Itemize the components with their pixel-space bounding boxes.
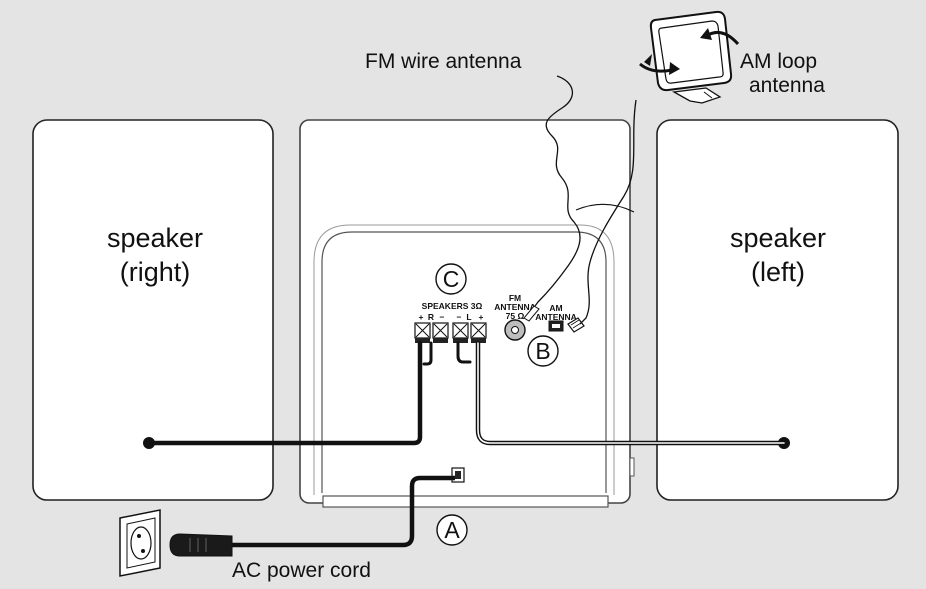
fm-socket-label-2: ANTENNA (494, 302, 536, 312)
terminal-sign-r-plus: + (419, 312, 424, 322)
speaker-right: speaker (right) (32, 119, 274, 501)
marker-c-circle (435, 263, 467, 295)
speaker-right-box (32, 119, 274, 501)
am-socket-slot (552, 324, 560, 328)
speakers-terminal-label: SPEAKERS 3Ω (422, 301, 483, 311)
speaker-wire-left-stripe (477, 342, 785, 444)
speaker-wires (146, 340, 787, 446)
fm-antenna-plug (523, 305, 540, 322)
marker-c: C (435, 263, 467, 295)
terminal-r-minus (432, 322, 449, 343)
am-wire-loop (575, 203, 635, 213)
terminal-sign-r-minus: − (440, 312, 445, 322)
terminal-r-plus (414, 322, 431, 343)
am-loop-frame-inner (658, 20, 724, 84)
main-unit-base (322, 495, 609, 508)
am-antenna-plug (567, 317, 585, 333)
power-plug (169, 533, 233, 557)
rotate-arrow-left-head (669, 62, 680, 75)
speaker-right-position: (right) (120, 257, 191, 287)
speaker-terminals: SPEAKERS 3Ω + R − − L + (414, 301, 487, 343)
speaker-wire-right-inner (422, 341, 433, 366)
fm-socket-label-3: 75 Ω (506, 311, 525, 321)
rotate-arrow-right-head (700, 28, 712, 40)
marker-a-label: A (444, 517, 460, 543)
am-socket-label-2: ANTENNA (535, 312, 577, 322)
speaker-left-label: speaker (730, 223, 826, 253)
terminal-sign-l: L (466, 312, 471, 322)
ac-power-cord-label: AC power cord (232, 559, 371, 582)
fm-wire-antenna (523, 75, 581, 322)
main-unit-body (299, 119, 631, 504)
speaker-wire-left-inner (456, 341, 472, 364)
marker-b: B (527, 335, 559, 367)
ac-power-cord (119, 467, 465, 577)
terminal-sign-l-plus: + (479, 312, 484, 322)
speaker-right-label: speaker (107, 223, 203, 253)
am-antenna-wire (579, 99, 637, 325)
speaker-left-position: (left) (751, 257, 805, 287)
am-loop-antenna (575, 10, 740, 325)
wall-socket (119, 509, 161, 577)
main-unit (299, 119, 635, 508)
fm-socket-pin (511, 326, 519, 334)
speaker-wire-right-outer (146, 340, 423, 446)
am-antenna-label-line1: AM loop (740, 50, 817, 73)
fm-antenna-label: FM wire antenna (365, 50, 522, 73)
rotate-arrow-left-tail (644, 54, 652, 66)
marker-b-label: B (535, 338, 550, 364)
marker-a-circle (436, 514, 468, 546)
terminal-l-plus (470, 322, 487, 343)
am-loop-stand-edge (703, 91, 713, 99)
fm-socket-label-1: FM (509, 293, 521, 303)
am-loop-stand (671, 87, 722, 104)
power-cord-wire (232, 475, 455, 548)
speaker-left: speaker (left) (656, 119, 899, 501)
terminal-sign-l-minus: − (457, 312, 462, 322)
power-plug-grip (189, 538, 207, 552)
marker-c-label: C (443, 266, 460, 292)
am-socket-label-1: AM (549, 303, 562, 313)
marker-b-circle (527, 335, 559, 367)
power-inlet-socket (455, 471, 461, 479)
fm-antenna-wire (525, 75, 581, 319)
marker-a: A (436, 514, 468, 546)
rotate-arrow-left (639, 62, 673, 73)
antenna-sockets: FM ANTENNA 75 Ω AM ANTENNA (494, 293, 585, 341)
am-antenna-label-line2: antenna (749, 74, 825, 97)
rear-panel-edge (313, 224, 615, 495)
terminal-l-minus (452, 322, 469, 343)
terminal-sign-r: R (428, 312, 434, 322)
rear-panel-outline (321, 231, 607, 493)
am-plug-ridges (570, 319, 582, 329)
speaker-left-box (656, 119, 899, 501)
side-tab (629, 457, 635, 477)
